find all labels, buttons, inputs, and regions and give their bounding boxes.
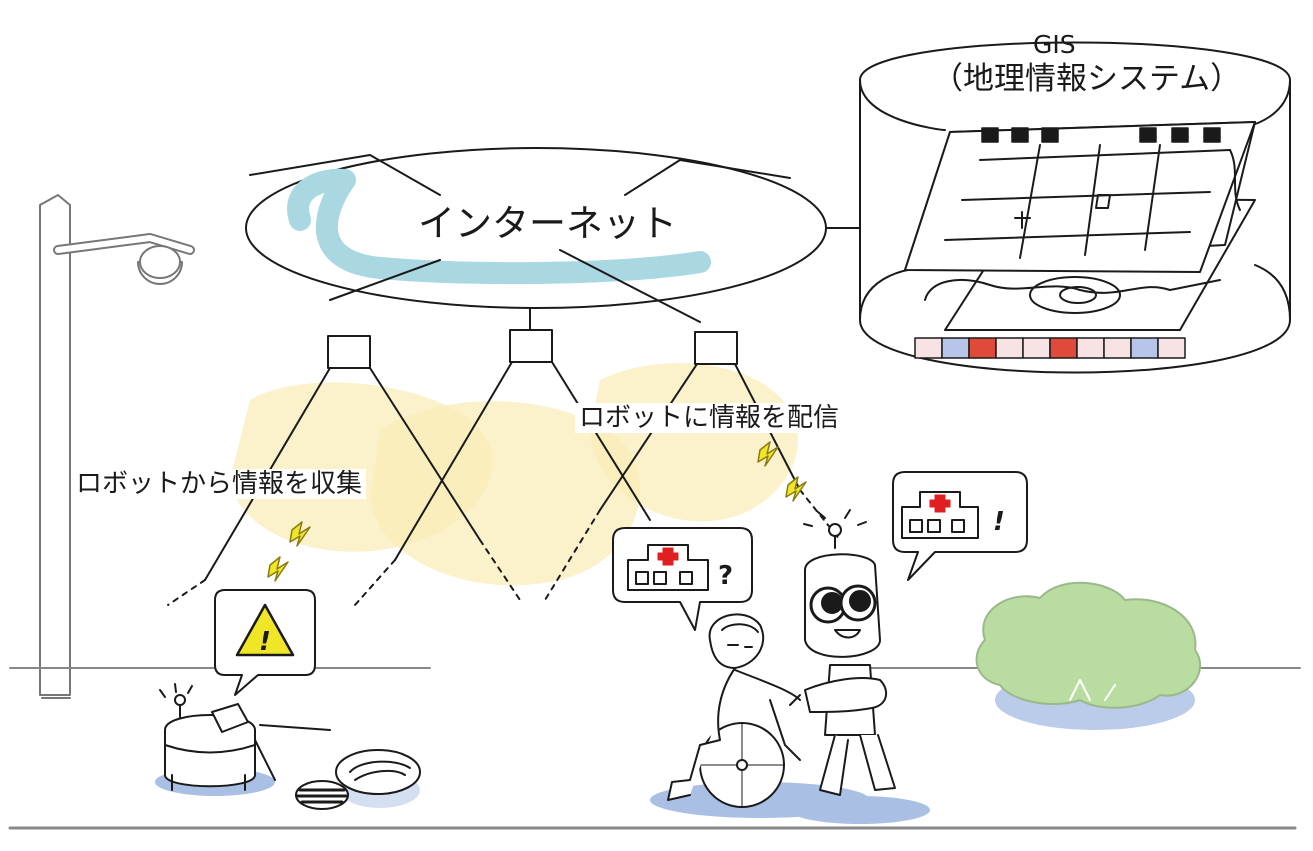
question-mark-text: ? bbox=[718, 561, 733, 591]
map-layer-icon bbox=[904, 121, 1256, 331]
gis-strip-cell bbox=[1103, 337, 1132, 359]
gis-strip-cell bbox=[1130, 337, 1159, 359]
hospital-icon bbox=[627, 544, 709, 591]
internet-cloud bbox=[245, 147, 863, 331]
network-node-icon bbox=[509, 329, 553, 363]
gis-strip-cell bbox=[968, 337, 997, 359]
hospital-question-bubble bbox=[612, 527, 753, 631]
warning-bubble bbox=[214, 589, 316, 696]
network-node-icon bbox=[694, 331, 738, 365]
street-lamp-icon bbox=[39, 194, 195, 699]
humanoid-robot-icon bbox=[789, 509, 930, 824]
gis-subtitle: （地理情報システム） bbox=[932, 61, 1242, 97]
map-layer-strip bbox=[914, 127, 1221, 359]
collect-label: ロボットから情報を収集 bbox=[72, 469, 367, 499]
manhole-icon bbox=[295, 749, 421, 810]
signal-bolt-icon bbox=[267, 441, 807, 582]
network-node-icon bbox=[327, 335, 371, 369]
gis-strip-cell bbox=[914, 337, 943, 359]
deliver-label: ロボットに情報を配信 bbox=[575, 403, 844, 433]
gis-strip-cell bbox=[1157, 337, 1186, 359]
gis-strip-cell bbox=[941, 337, 970, 359]
warning-mark-text: ! bbox=[259, 627, 271, 657]
gis-strip-cell bbox=[1022, 337, 1051, 359]
hospital-exclaim-bubble bbox=[892, 471, 1028, 581]
internet-label: インターネット bbox=[418, 202, 677, 245]
gis-strip-cell bbox=[995, 337, 1024, 359]
gis-strip-cell bbox=[1076, 337, 1105, 359]
small-robot-icon bbox=[155, 683, 331, 796]
gis-strip-cell bbox=[1049, 337, 1078, 359]
tree-icon bbox=[975, 581, 1201, 730]
hospital-icon bbox=[901, 491, 979, 539]
warning-triangle-icon bbox=[235, 603, 295, 657]
exclaim-mark-text: ! bbox=[993, 507, 1005, 537]
gis-title: GIS bbox=[1033, 30, 1076, 59]
